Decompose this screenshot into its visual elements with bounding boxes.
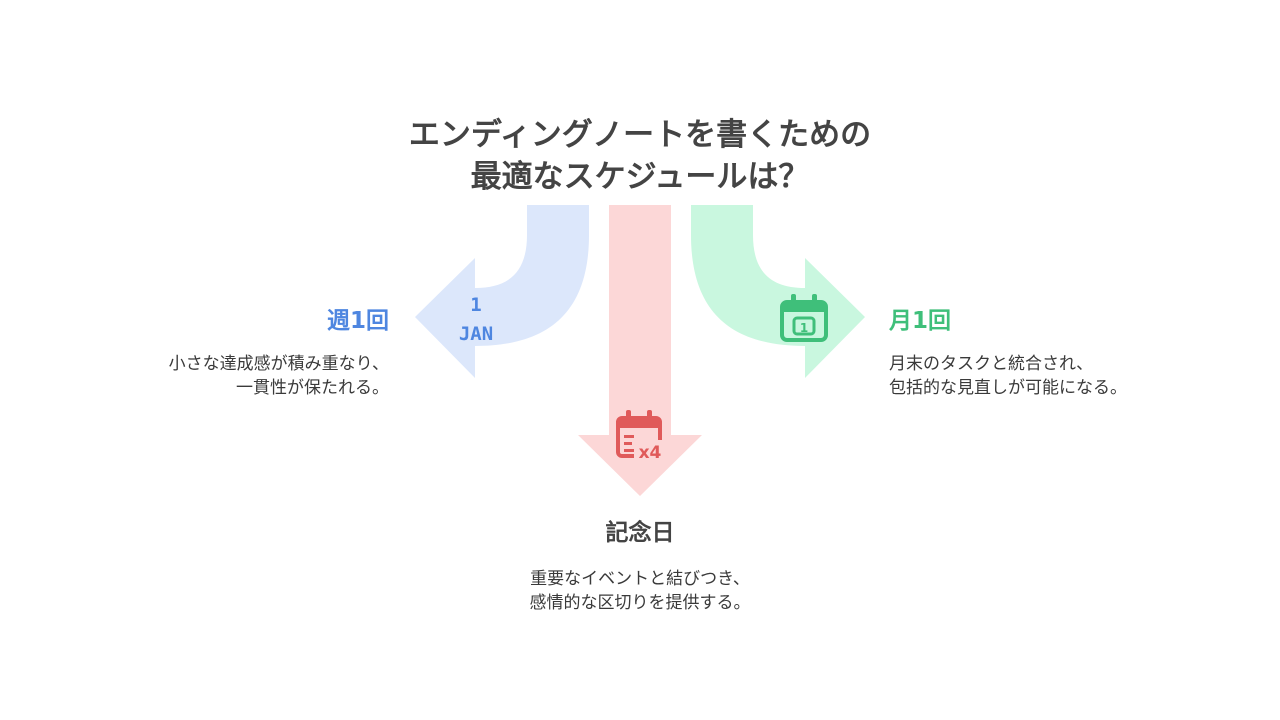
icon-day-number: 1 [470, 294, 481, 316]
weekly-description: 小さな達成感が積み重なり、 一貫性が保たれる。 [169, 352, 389, 400]
weekly-desc-line-2: 一貫性が保たれる。 [236, 378, 389, 398]
calendar-day-1-icon: 1 [780, 294, 828, 342]
weekly-heading: 週1回 [326, 308, 389, 334]
calendar-x4-icon: x4 [616, 410, 664, 463]
anniversary-desc-line-2: 感情的な区切りを提供する。 [529, 593, 751, 613]
icon-day-one-label: 1 [800, 321, 808, 335]
anniversary-heading: 記念日 [605, 520, 675, 546]
monthly-description: 月末のタスクと統合され、 包括的な見直しが可能になる。 [889, 352, 1127, 400]
monthly-heading: 月1回 [889, 308, 952, 334]
diagram-title: エンディングノートを書くための 最適なスケジュールは？ [340, 114, 940, 198]
anniversary-arrow [578, 205, 702, 496]
icon-month-label: JAN [459, 323, 493, 345]
monthly-desc-line-2: 包括的な見直しが可能になる。 [889, 378, 1127, 398]
monthly-desc-line-1: 月末のタスクと統合され、 [889, 354, 1094, 374]
weekly-desc-line-1: 小さな達成感が積み重なり、 [168, 354, 389, 374]
calendar-jan-1-icon: 1 JAN [459, 294, 493, 345]
title-line-1: エンディングノートを書くための [408, 117, 872, 153]
icon-x4-label: x4 [639, 443, 662, 463]
anniversary-description: 重要なイベントと結びつき、 感情的な区切りを提供する。 [440, 567, 840, 615]
title-line-2: 最適なスケジュールは？ [470, 159, 810, 195]
monthly-arrow [691, 205, 865, 378]
weekly-arrow [415, 205, 589, 378]
anniversary-desc-line-1: 重要なイベントと結びつき、 [530, 569, 750, 589]
